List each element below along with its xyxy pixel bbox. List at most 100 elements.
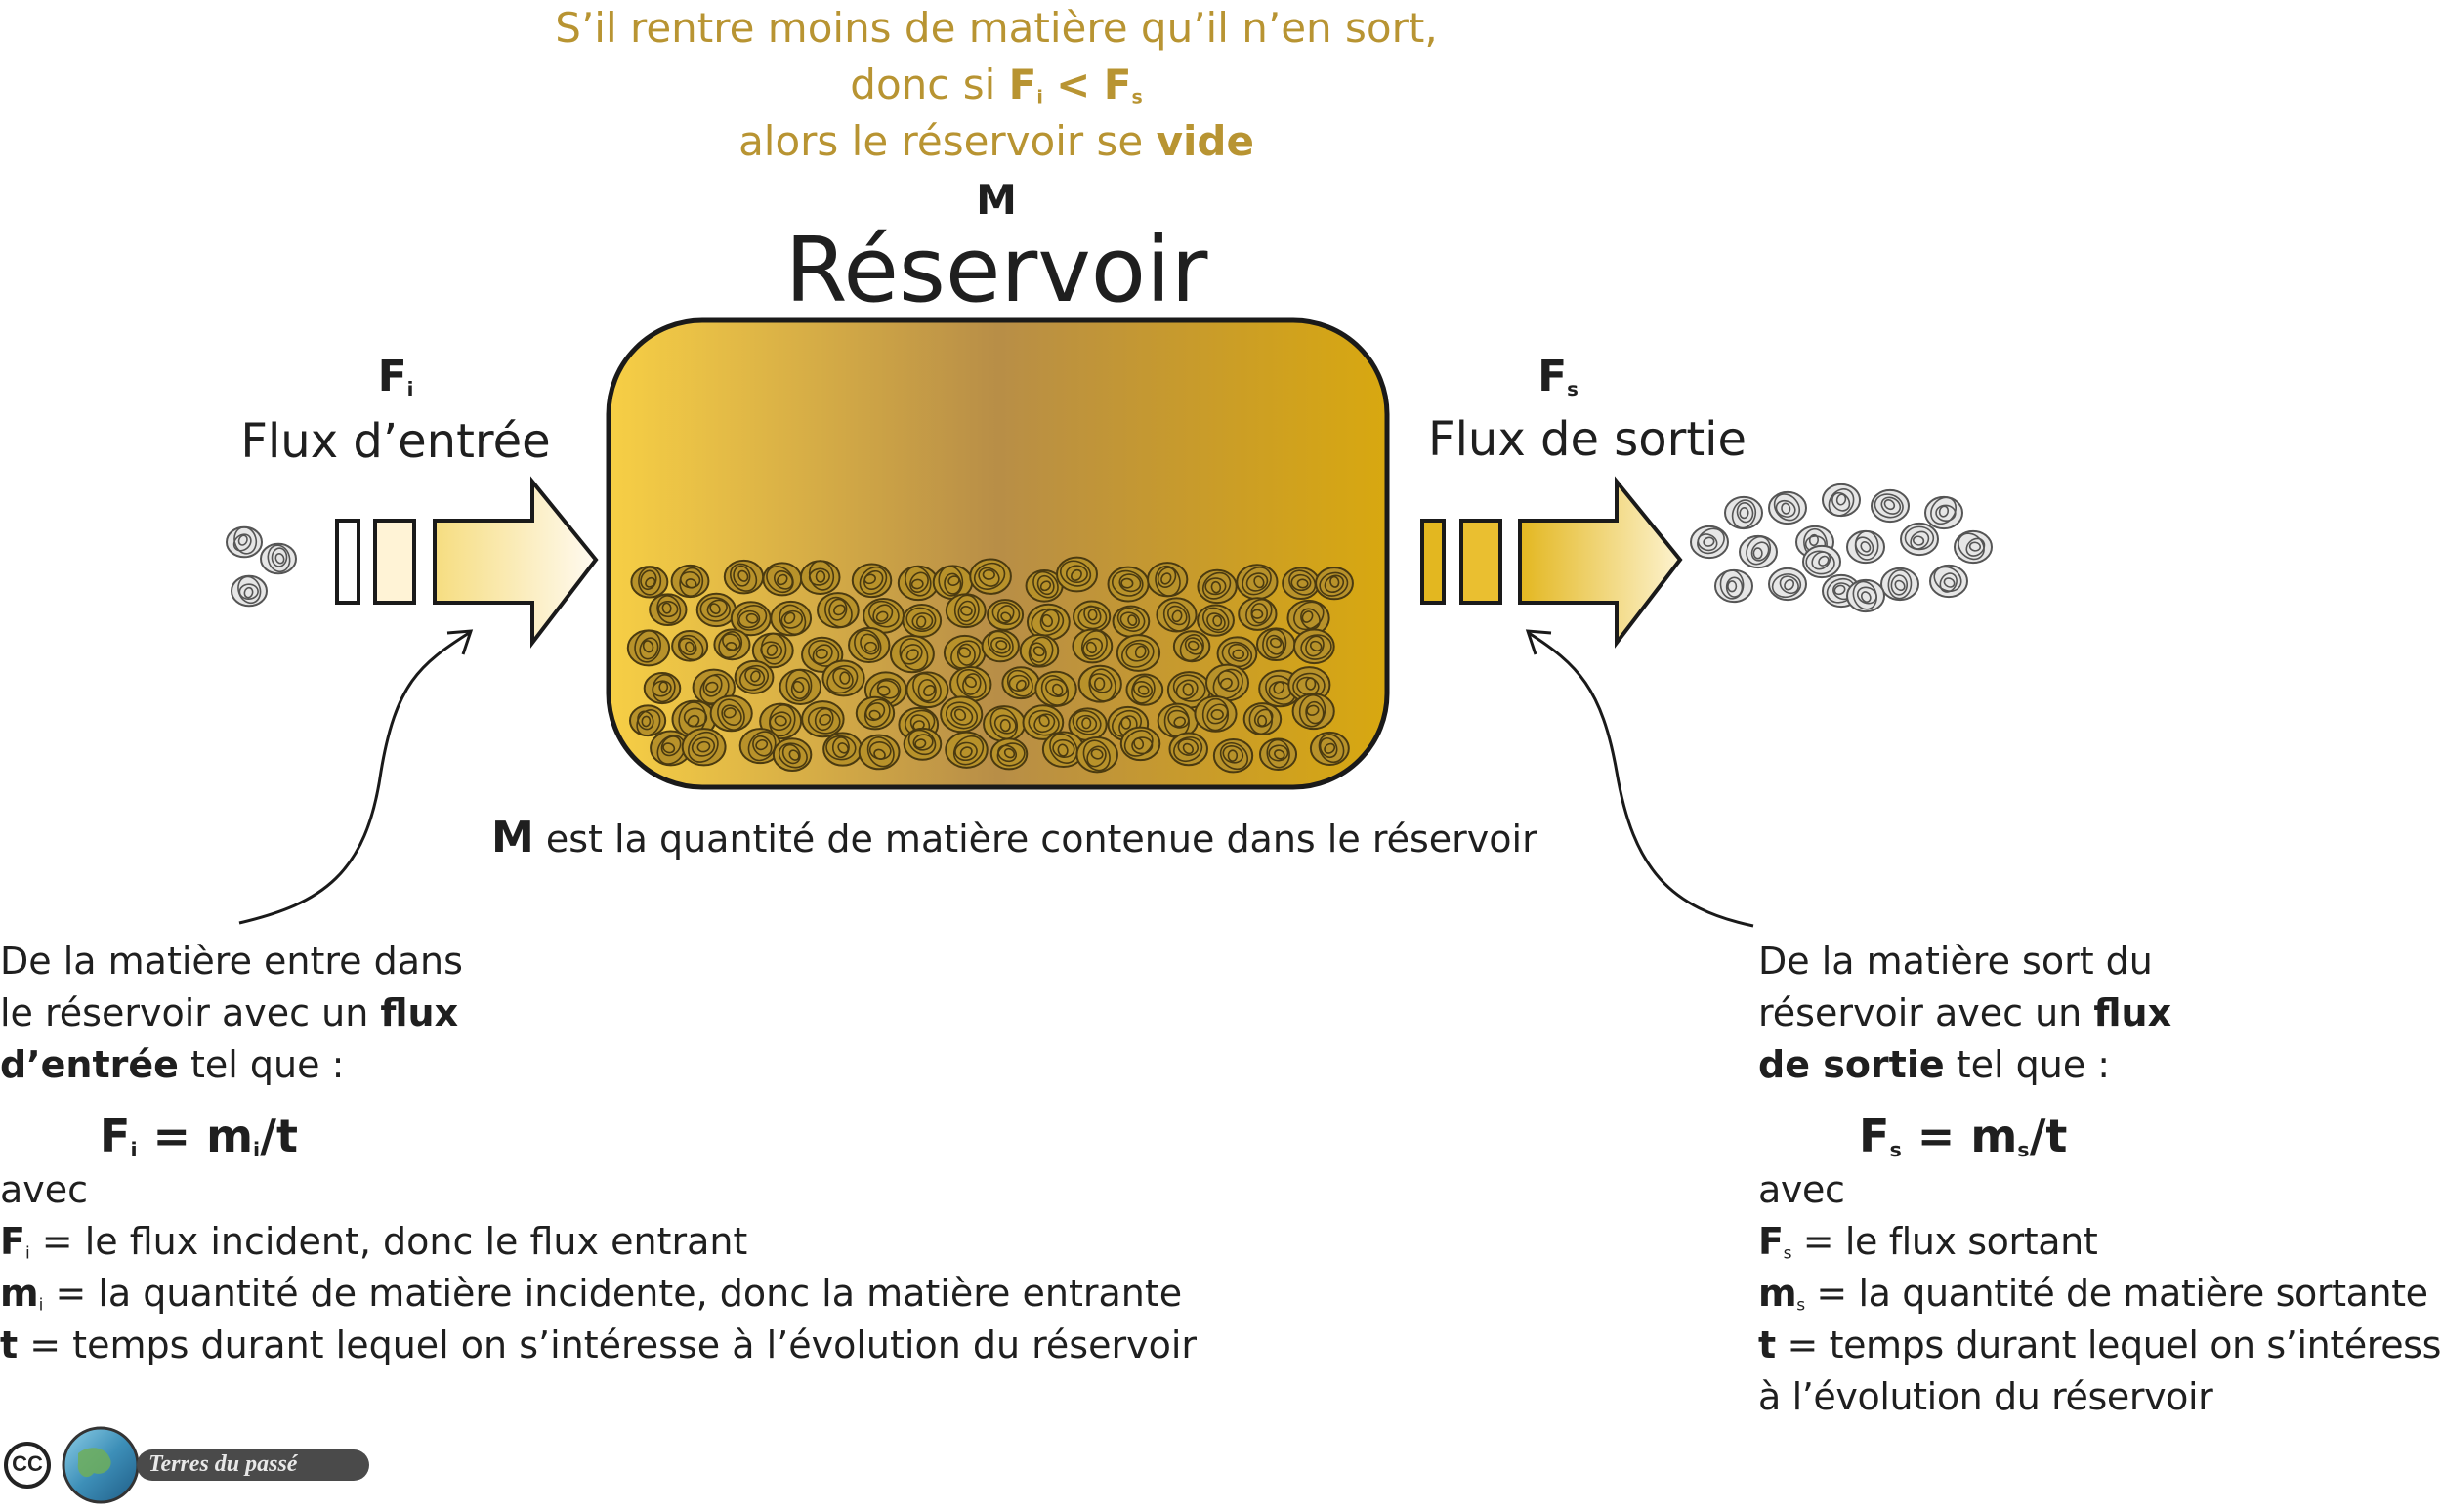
swirl-particle: [848, 626, 891, 664]
right-eq-F: F: [1859, 1110, 1890, 1162]
swirl-particle: [1026, 603, 1071, 642]
left-eq-F: F: [100, 1110, 131, 1162]
right-def-2: ms = la quantité de matière sortante: [1758, 1268, 2437, 1320]
swirl-particle: [945, 593, 987, 629]
left-def-2: mi = la quantité de matière incidente, d…: [0, 1268, 1270, 1320]
left-eq-end: /t: [260, 1110, 298, 1162]
swirl-particle: [905, 671, 949, 709]
outflow-particles: [1690, 483, 1993, 613]
swirl-particle: [1255, 627, 1296, 662]
swirl-particle: [695, 592, 737, 628]
swirl-particle: [981, 629, 1020, 663]
header-fi-var: F: [1008, 61, 1037, 108]
swirl-particle: [858, 734, 901, 771]
swirl-particle: [801, 700, 845, 738]
swirl-particle: [681, 728, 727, 767]
header-line-3-prefix: alors le réservoir se: [738, 117, 1157, 165]
swirl-particle: [1212, 737, 1254, 774]
swirl-particle: [1690, 525, 1729, 560]
left-def-3: t = temps durant lequel on s’intéresse à…: [0, 1320, 1270, 1371]
swirl-particle: [751, 632, 794, 669]
swirl-particle: [709, 694, 753, 733]
swirl-particle: [260, 542, 297, 575]
right-def-3-line-2: à l’évolution du réservoir: [1758, 1375, 2213, 1418]
right-def-1-text: = le flux sortant: [1791, 1220, 2098, 1263]
swirl-particle: [1846, 578, 1885, 613]
inflow-arrow: [433, 476, 599, 649]
reservoir-symbol: M: [976, 176, 1017, 224]
swirl-particle: [643, 672, 682, 705]
logo-banner: [137, 1449, 369, 1481]
swirl-particle: [983, 705, 1027, 742]
left-def-1-text: = le flux incident, donc le flux entrant: [29, 1220, 748, 1263]
inflow-definitions: avec Fi = le flux incident, donc le flux…: [0, 1164, 1270, 1371]
swirl-particle: [969, 558, 1012, 595]
outflow-bar-1: [1420, 519, 1446, 605]
swirl-particle: [1871, 488, 1910, 524]
swirl-particle: [1022, 704, 1065, 740]
outflow-label: Flux de sortie: [1427, 412, 1747, 467]
swirl-particle: [1073, 600, 1112, 634]
header-fs-var: F: [1103, 61, 1132, 108]
right-def-2-var: m: [1758, 1272, 1797, 1315]
swirl-particle: [713, 628, 751, 661]
swirl-particle: [1197, 568, 1238, 605]
inflow-equation: Fi = mi/t: [100, 1110, 298, 1162]
swirl-particle: [226, 525, 263, 559]
right-line-3-emph: de sortie: [1758, 1043, 1945, 1086]
swirl-particle: [1125, 673, 1164, 706]
right-avec: avec: [1758, 1168, 1845, 1211]
swirl-particle: [1168, 732, 1208, 767]
swirl-particle: [821, 659, 865, 697]
left-pointer-curve: [238, 631, 470, 925]
left-def-3-text: = temps durant lequel on s’intéresse à l…: [18, 1323, 1198, 1366]
swirl-particle: [940, 695, 984, 734]
swirl-particle: [1172, 630, 1211, 663]
right-eq-F-sub: s: [1889, 1138, 1902, 1162]
left-def-2-var: m: [0, 1272, 39, 1315]
swirl-particle: [799, 560, 841, 595]
right-line-2-emph: flux: [2093, 991, 2172, 1034]
header-emph-vide: vide: [1156, 117, 1254, 165]
swirl-particle: [949, 666, 992, 703]
outflow-equation: Fs = ms/t: [1859, 1110, 2067, 1162]
swirl-particle: [1286, 599, 1330, 637]
swirl-particle: [1880, 567, 1919, 602]
header-operator: <: [1056, 61, 1091, 108]
swirl-particle: [889, 634, 935, 674]
swirl-particle: [1107, 566, 1150, 603]
swirl-particle: [1739, 534, 1778, 569]
right-line-2-prefix: réservoir avec un: [1758, 991, 2094, 1034]
header-fs: Fs: [1104, 61, 1143, 108]
right-def-3: t = temps durant lequel on s’intéresse: [1758, 1320, 2442, 1371]
swirl-particle: [1056, 556, 1098, 593]
swirl-particle: [734, 659, 775, 694]
swirl-particle: [902, 603, 943, 638]
swirl-particle: [1929, 564, 1968, 599]
swirl-particle: [1034, 670, 1077, 707]
swirl-particle: [1292, 628, 1335, 665]
swirl-particle: [1924, 495, 1963, 530]
left-eq-F-sub: i: [130, 1138, 138, 1162]
swirl-particle: [1954, 529, 1993, 565]
swirl-particle: [671, 630, 709, 662]
swirl-particle: [649, 593, 688, 627]
header-line-2: donc si Fi < Fs: [410, 57, 1582, 113]
swirl-particle: [851, 563, 893, 599]
right-line-3-suffix: tel que :: [1944, 1043, 2111, 1086]
swirl-particle: [626, 629, 671, 667]
swirl-particle: [730, 601, 772, 637]
swirl-particle: [903, 727, 943, 761]
header-fi: Fi: [1009, 61, 1043, 108]
right-def-1-var: F: [1758, 1220, 1784, 1263]
right-def-2-text: = la quantité de matière sortante: [1804, 1272, 2428, 1315]
swirl-particle: [1116, 634, 1161, 672]
reservoir-caption: M est la quantité de matière contenue da…: [491, 813, 1537, 862]
swirl-particle: [1216, 636, 1258, 672]
swirl-particle: [1197, 604, 1235, 637]
swirl-particle: [1112, 605, 1151, 638]
outflow-symbol-sub: s: [1567, 377, 1579, 400]
outflow-symbol: Fs: [1460, 352, 1656, 401]
right-line-1: De la matière sort du: [1758, 940, 2153, 983]
swirl-particle: [772, 737, 813, 772]
